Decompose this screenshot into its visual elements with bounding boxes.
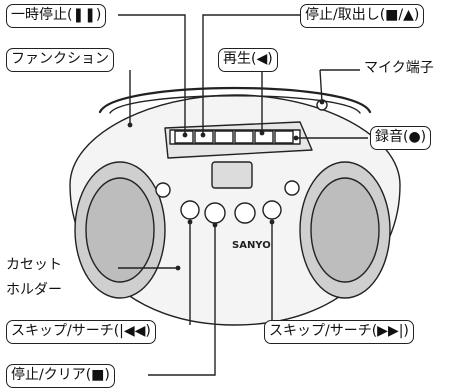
display-window bbox=[211, 161, 253, 189]
brand-logo: SANYO bbox=[232, 240, 271, 251]
deck-key-play bbox=[254, 130, 274, 144]
button-stop bbox=[204, 202, 226, 224]
callout-pause: 一時停止(❚❚) bbox=[6, 4, 107, 28]
callout-stop-clear: 停止/クリア(■) bbox=[6, 364, 115, 388]
deck-key-rewind bbox=[214, 130, 234, 144]
button-skip-fwd bbox=[262, 200, 282, 220]
callout-record: 録音(●) bbox=[370, 126, 432, 150]
callout-function: ファンクション bbox=[6, 48, 114, 72]
callout-skip-search-fwd: スキップ/サーチ(▶▶|) bbox=[264, 320, 414, 344]
callout-play: 再生(◀) bbox=[218, 48, 278, 72]
callout-skip-search-back: スキップ/サーチ(|◀◀) bbox=[6, 320, 156, 344]
handle bbox=[98, 86, 372, 114]
button-skip-back bbox=[180, 200, 200, 220]
callout-cassette-line2: ホルダー bbox=[6, 282, 62, 298]
deck-key-ff bbox=[234, 130, 254, 144]
deck-key-record bbox=[274, 130, 294, 144]
callout-mic: マイク端子 bbox=[364, 60, 434, 76]
callout-stop-eject: 停止/取出し(■/▲) bbox=[300, 4, 425, 28]
callout-cassette-line1: カセット bbox=[6, 257, 62, 273]
button-play-pause bbox=[234, 202, 256, 224]
